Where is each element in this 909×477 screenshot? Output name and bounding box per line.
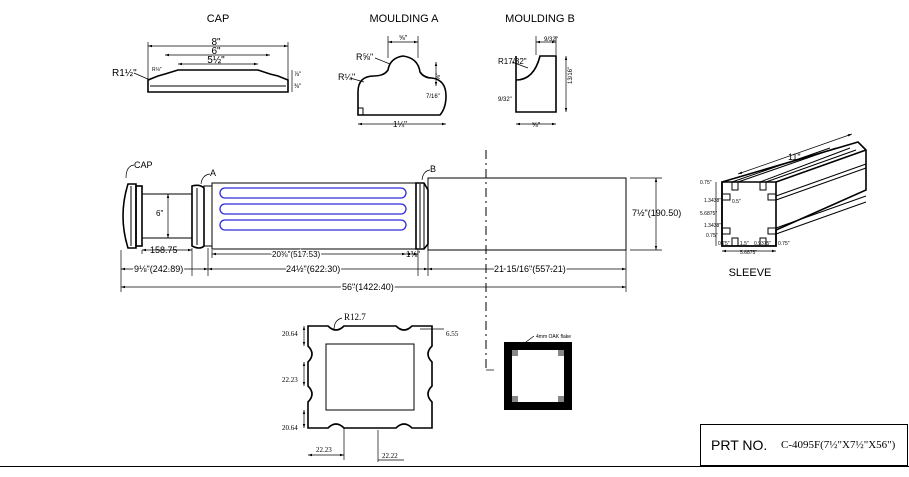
column-moulding-b bbox=[415, 182, 429, 250]
column-moulding-a bbox=[191, 184, 205, 249]
moulding-b-bottom-label: ⅝" bbox=[532, 122, 541, 129]
column-dim-right: 21 15/16"(557.21) bbox=[494, 264, 566, 274]
flute-2 bbox=[219, 203, 407, 215]
moulding-b-side-label: 9/32" bbox=[498, 97, 512, 103]
section-d6: 22.22 bbox=[382, 452, 398, 460]
column-b-label: B bbox=[430, 164, 436, 174]
sleeve-f: 0.75" bbox=[706, 233, 718, 239]
cap-h2-label: ⅜" bbox=[294, 84, 301, 90]
bottom-border bbox=[0, 466, 909, 467]
oak-section: 4mm OAK flake bbox=[486, 334, 572, 410]
sleeve-e: 1.3438" bbox=[704, 223, 721, 229]
oak-note: 4mm OAK flake bbox=[536, 334, 571, 340]
moulding-a-top-label: ⅝" bbox=[399, 35, 408, 42]
cap-radius-label: R1½" bbox=[112, 68, 137, 79]
cap-w2-label: 6" bbox=[211, 46, 221, 57]
moulding-b-r-label: R17/32" bbox=[498, 57, 527, 66]
part-number-box: PRT NO. C-4095F(7½"X7½"X56") bbox=[700, 424, 908, 466]
column-a-label: A bbox=[210, 168, 216, 178]
cap-h1-label: ⅞" bbox=[294, 72, 301, 78]
section-d3: 22.23 bbox=[282, 376, 298, 384]
column-dim-small: 1⅜" bbox=[406, 250, 420, 259]
sleeve-k: 5.6875" bbox=[740, 250, 757, 256]
moulding-a-r2-label: R¼" bbox=[338, 72, 355, 82]
column-dim-mid: 24½"(622.30) bbox=[286, 264, 340, 274]
cap-profile bbox=[147, 69, 289, 93]
column-cap bbox=[122, 183, 137, 249]
moulding-a-detail: MOULDING A ⅝" R⅝" R¼" ⅝" 7/16" 1¼" bbox=[338, 13, 447, 129]
section-outline bbox=[307, 325, 433, 429]
moulding-a-profile bbox=[357, 55, 447, 116]
part-number-value: C-4095F(7½"X7½"X56") bbox=[781, 439, 896, 451]
column-shaft bbox=[211, 182, 425, 250]
column-dim-158: 158.75 bbox=[150, 245, 178, 255]
cap-w1-label: 8" bbox=[211, 37, 221, 48]
section-radius: R12.7 bbox=[344, 312, 366, 322]
column-cap-label: CAP bbox=[134, 160, 153, 170]
moulding-b-detail: MOULDING B 9/32" R17/32" 13/16" 9/32" ⅝" bbox=[498, 13, 575, 129]
column-dim-total: 56"(1422.40) bbox=[342, 282, 394, 292]
column-elevation: CAP A B 6" 7½"(190.50) 158.75 20⅜"(517.5… bbox=[120, 150, 681, 370]
moulding-a-h1-label: ⅝" bbox=[436, 73, 442, 80]
moulding-b-profile bbox=[515, 55, 557, 113]
cap-w3-label: 5½" bbox=[207, 55, 225, 66]
flute-1 bbox=[219, 187, 407, 199]
section-d2: 6.55 bbox=[446, 330, 459, 338]
moulding-a-h2-label: 7/16" bbox=[426, 94, 440, 100]
sleeve-isometric: 11" 0.75" 1.3438" 0.5" 5.6875" 1.3438" 0… bbox=[700, 133, 867, 279]
sleeve-front-face bbox=[721, 181, 777, 247]
sleeve-i: 0.9375" bbox=[754, 241, 771, 247]
cap-title: CAP bbox=[207, 13, 230, 25]
column-height-label: 7½"(190.50) bbox=[632, 208, 681, 218]
section-d5: 22.23 bbox=[316, 446, 332, 454]
flute-3 bbox=[219, 219, 407, 231]
sleeve-a: 0.75" bbox=[700, 180, 712, 186]
moulding-a-bottom-label: 1¼" bbox=[393, 120, 407, 129]
column-sleeve bbox=[427, 177, 627, 251]
moulding-b-top-label: 9/32" bbox=[544, 37, 558, 43]
part-number-label: PRT NO. bbox=[711, 437, 768, 453]
column-dim-left: 9⅛"(242.89) bbox=[134, 264, 183, 274]
sleeve-top-label: 11" bbox=[788, 152, 801, 162]
moulding-b-h-label: 13/16" bbox=[568, 67, 574, 84]
sleeve-b: 1.3438" bbox=[704, 198, 721, 204]
column-section: R12.7 20.64 6.55 22.23 20.64 22.23 22.22 bbox=[282, 312, 459, 462]
sleeve-h: 1.5" bbox=[740, 241, 749, 247]
cap-detail: CAP 8" 6" 5½" R1½" R⅛" ⅞" ⅜" bbox=[112, 13, 301, 93]
cap-radius-small: R⅛" bbox=[152, 67, 162, 73]
sleeve-j: 0.75" bbox=[778, 241, 790, 247]
sleeve-g: 0.75" bbox=[718, 241, 730, 247]
sleeve-c: 0.5" bbox=[732, 199, 741, 205]
sleeve-title: SLEEVE bbox=[729, 267, 772, 279]
column-dim-fluted: 20⅜"(517.53) bbox=[272, 250, 321, 259]
moulding-a-title: MOULDING A bbox=[369, 13, 439, 25]
moulding-a-r1-label: R⅝" bbox=[356, 52, 373, 62]
column-dia-label: 6" bbox=[156, 209, 163, 218]
moulding-b-title: MOULDING B bbox=[505, 13, 575, 25]
section-d1: 20.64 bbox=[282, 330, 298, 338]
sleeve-d: 5.6875" bbox=[700, 211, 717, 217]
section-d4: 20.64 bbox=[282, 424, 298, 432]
